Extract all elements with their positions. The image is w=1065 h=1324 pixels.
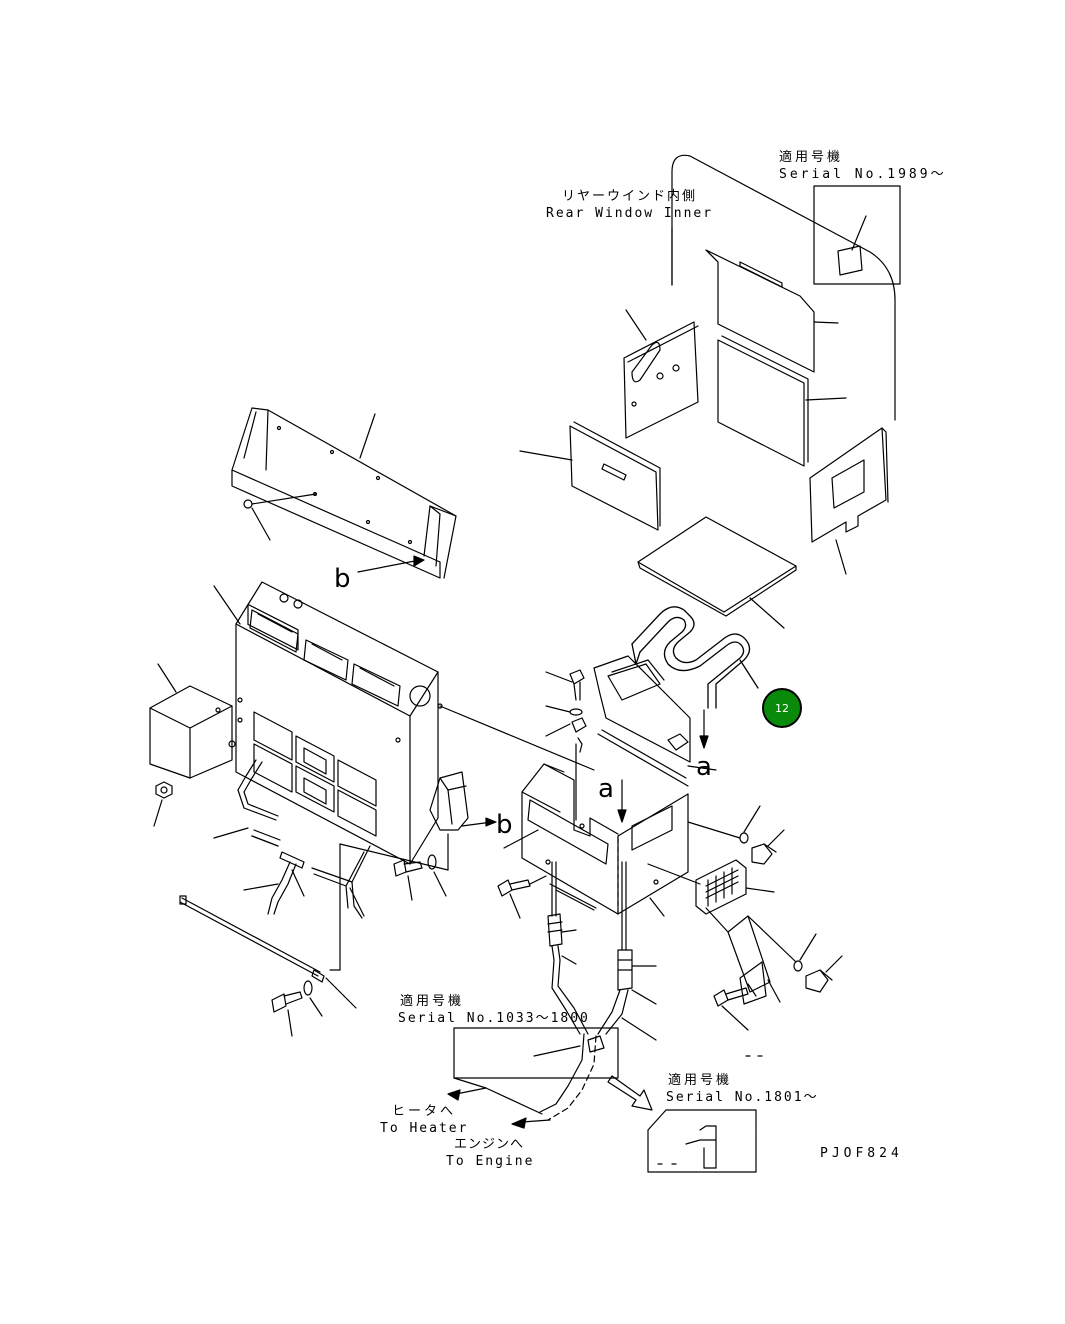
rear-bracket	[232, 408, 456, 578]
insulation-panel-top	[706, 250, 838, 372]
tie-rod	[180, 844, 356, 1008]
serial-1033-label-jp: 適用号機	[400, 994, 465, 1009]
insulation-panel-left	[624, 310, 698, 438]
heater-unit	[214, 582, 442, 864]
reference-a-lid: a	[696, 752, 712, 782]
bolt-washer-right-lower	[748, 916, 842, 992]
hollow-arrow	[608, 1076, 652, 1110]
louver-vent	[648, 860, 774, 914]
insulation-panel-slotted	[520, 422, 660, 530]
hose-loop	[632, 607, 758, 708]
serial-1989-label-en: Serial No.1989〜	[779, 167, 947, 182]
serial-1801-inset	[648, 1110, 756, 1172]
mounting-bracket-right	[706, 908, 780, 1004]
bolt-lower-center	[714, 988, 748, 1030]
box-foot	[550, 884, 596, 908]
insulation-panel-window	[810, 428, 888, 574]
rear-window-guide-line	[672, 155, 895, 420]
serial-1801-label-en: Serial No.1801〜	[666, 1090, 819, 1105]
floor-plate	[638, 517, 796, 628]
serial-1033-label-en: Serial No.1033〜1800	[398, 1011, 590, 1026]
valve-housing-box	[440, 706, 688, 916]
bolt-washer-right-upper	[688, 806, 784, 864]
bolt-lower-left	[272, 981, 322, 1036]
to-heater-label-en: To Heater	[380, 1121, 469, 1136]
rear-window-label-en: Rear Window Inner	[546, 206, 714, 221]
reference-a-box: a	[598, 774, 614, 804]
insulation-panel-middle	[718, 336, 846, 466]
reference-b-heater: b	[496, 810, 513, 840]
knob-nut	[154, 782, 172, 826]
serial-1989-inset	[814, 186, 900, 284]
outlet-hoses	[540, 862, 656, 1120]
serial-1989-label-jp: 適用号機	[779, 150, 844, 165]
screw-washer-stack	[546, 670, 586, 736]
valve-arrow-a	[618, 780, 626, 822]
control-box	[150, 664, 235, 778]
serial-1801-label-jp: 適用号機	[668, 1073, 733, 1088]
reference-b-bracket: b	[334, 564, 351, 594]
bolt-washer-center	[394, 855, 446, 900]
serial-1033-inset	[454, 1028, 618, 1078]
to-engine-label-jp: エンジンへ	[454, 1137, 525, 1152]
drawing-code: PJOF824	[820, 1146, 903, 1161]
to-heater-label-jp: ヒータへ	[392, 1104, 457, 1119]
to-engine-label-en: To Engine	[446, 1154, 535, 1169]
rear-window-label-jp: リヤーウインド内側	[562, 189, 698, 204]
valve-cover-lid	[594, 656, 716, 778]
heater-leader	[454, 1078, 542, 1114]
bolt-box-left	[498, 876, 546, 918]
heater-hoses	[214, 760, 370, 918]
heater-bracket-arm	[340, 772, 496, 870]
callout-12-badge[interactable]: 12	[762, 688, 802, 728]
